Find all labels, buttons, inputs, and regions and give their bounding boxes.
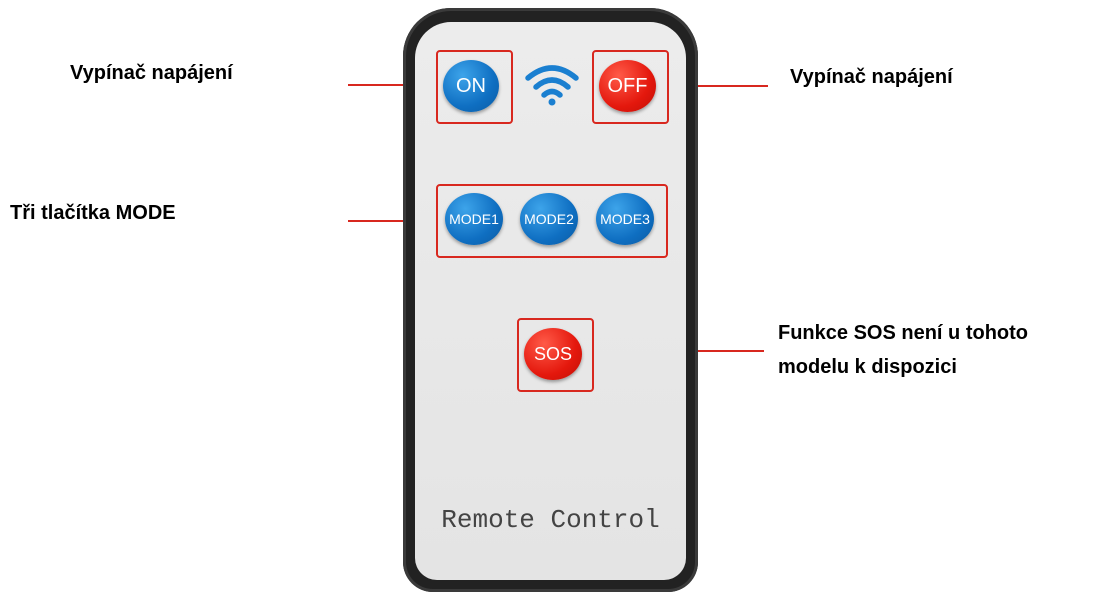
mode2-button[interactable]: MODE2 xyxy=(520,193,578,245)
remote-footer-text: Remote Control xyxy=(441,505,660,535)
on-button[interactable]: ON xyxy=(443,60,499,112)
connector-power-left xyxy=(348,84,436,86)
off-button[interactable]: OFF xyxy=(599,60,656,112)
sos-button-frame xyxy=(517,318,594,392)
wifi-icon xyxy=(525,65,579,106)
on-button-label: ON xyxy=(456,74,486,97)
sos-button-label: SOS xyxy=(533,343,572,364)
connector-mode xyxy=(348,220,436,222)
label-sos-line2: modelu k dispozici xyxy=(778,356,957,378)
mode3-button-label: MODE3 xyxy=(600,211,650,227)
off-button-label: OFF xyxy=(607,74,648,97)
off-button-frame xyxy=(592,50,669,124)
label-power-left: Vypínač napájení xyxy=(70,62,233,84)
on-button-frame xyxy=(436,50,513,124)
label-power-right: Vypínač napájení xyxy=(790,66,953,88)
connector-power-right xyxy=(668,85,768,87)
mode1-button-label: MODE1 xyxy=(449,211,499,227)
sos-button[interactable]: SOS xyxy=(524,328,582,380)
mode2-button-label: MODE2 xyxy=(524,211,574,227)
mode1-button[interactable]: MODE1 xyxy=(445,193,503,245)
remote-face xyxy=(415,22,686,580)
mode-buttons-frame xyxy=(436,184,668,258)
mode3-button[interactable]: MODE3 xyxy=(596,193,654,245)
label-sos-line1: Funkce SOS není u tohoto xyxy=(778,322,1028,344)
label-mode-buttons: Tři tlačítka MODE xyxy=(10,202,176,224)
